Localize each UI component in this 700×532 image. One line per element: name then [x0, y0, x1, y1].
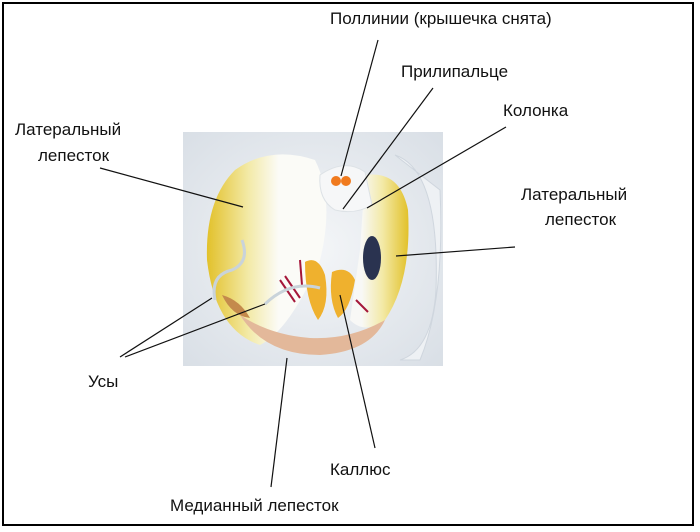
- leader-line-pollinia: [340, 39, 379, 177]
- callus: [305, 260, 327, 320]
- label-callus: Каллюс: [330, 460, 391, 479]
- label-median-petal: Медианный лепесток: [170, 496, 339, 515]
- leader-line-antenna-1: [119, 297, 213, 358]
- leader-line-column: [366, 126, 507, 209]
- leader-line-lateral-left: [99, 167, 244, 208]
- label-antennae: Усы: [88, 372, 119, 391]
- pollinium: [341, 176, 351, 186]
- leader-lines: [99, 39, 516, 488]
- callus: [330, 269, 355, 318]
- label-lateral-petal-left-line2: лепесток: [38, 146, 110, 165]
- pollinium: [331, 176, 341, 186]
- leader-line-median: [270, 357, 288, 488]
- leader-line-lateral-right: [395, 246, 516, 257]
- label-lateral-petal-right-line2: лепесток: [545, 210, 617, 229]
- label-viscidium: Прилипальце: [401, 62, 509, 81]
- column-cavity: [363, 236, 381, 280]
- antenna: [212, 239, 246, 301]
- antenna: [263, 284, 321, 306]
- sepal: [394, 154, 442, 361]
- diagram-border: [2, 2, 694, 526]
- label-lateral-petal-right-line1: Латеральный: [521, 185, 628, 204]
- leader-line-viscidium: [342, 87, 434, 210]
- left-lateral-petal: [206, 154, 327, 345]
- median-petal: [240, 315, 385, 355]
- label-column: Колонка: [503, 101, 569, 120]
- label-lateral-petal-left-line1: Латеральный: [15, 120, 122, 139]
- leader-line-callus: [339, 294, 376, 449]
- leader-line-antenna-2: [124, 303, 266, 358]
- label-pollinia: Поллинии (крышечка снята): [330, 9, 552, 28]
